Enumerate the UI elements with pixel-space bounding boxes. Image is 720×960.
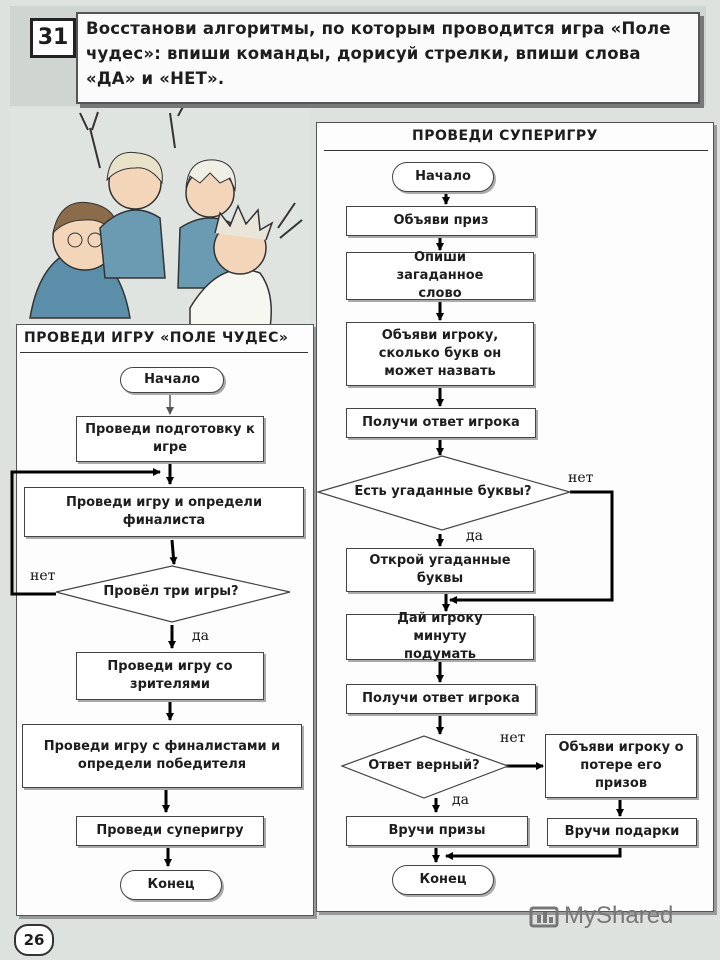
right-no-label-2: нет	[500, 730, 526, 746]
task-card	[76, 12, 700, 104]
left-supergame-node: Проведи суперигру	[76, 816, 264, 846]
right-lose-prizes-node: Объяви игроку о потере его призов	[545, 734, 697, 798]
left-flowchart-title: ПРОВЕДИ ИГРУ «ПОЛЕ ЧУДЕС»	[24, 330, 289, 346]
left-start-node: Начало	[120, 367, 224, 393]
right-announce-count-node: Объяви игроку, сколько букв он может наз…	[346, 322, 534, 386]
right-no-label-1: нет	[568, 470, 594, 486]
right-title-divider	[324, 150, 708, 151]
right-flowchart-title: ПРОВЕДИ СУПЕРИГРУ	[412, 128, 598, 144]
right-decision-correct-diamond	[340, 735, 510, 799]
right-decision-letters-text: Есть угаданные буквы?	[354, 484, 532, 499]
left-end-node: Конец	[120, 870, 222, 900]
left-title-divider	[20, 352, 308, 353]
right-decision-correct-text: Ответ верный?	[368, 758, 480, 773]
left-prepare-node: Проведи подготовку к игре	[76, 416, 264, 462]
right-end-node: Конец	[392, 865, 494, 895]
task-text: Восстанови алгоритмы, по которым проводи…	[86, 19, 671, 88]
right-think-node: Дай игроку минуту подумать	[346, 611, 534, 662]
left-decision-diamond	[55, 565, 291, 623]
left-viewers-node: Проведи игру со зрителями	[76, 652, 264, 700]
right-describe-word-node: Опиши загаданное слово	[346, 250, 534, 301]
page-number: 26	[14, 924, 54, 956]
right-get-answer-1-node: Получи ответ игрока	[346, 408, 536, 438]
right-announce-prize-node: Объяви приз	[346, 206, 536, 236]
right-give-gifts-node: Вручи подарки	[547, 818, 697, 846]
children-illustration	[10, 108, 310, 328]
right-start-node: Начало	[392, 162, 494, 192]
right-decision-letters-diamond	[315, 455, 573, 531]
right-yes-label-2: да	[452, 792, 469, 808]
left-play-node: Проведи игру и определи финалиста	[24, 487, 304, 537]
left-finalists-node: Проведи игру с финалистами и определи по…	[22, 724, 302, 788]
right-open-letters-node: Открой угаданные буквы	[346, 548, 534, 592]
left-no-label: нет	[30, 568, 56, 584]
left-decision-text: Провёл три игры?	[103, 584, 239, 599]
right-yes-label-1: да	[466, 528, 483, 544]
watermark-icon	[529, 906, 559, 928]
right-get-answer-2-node: Получи ответ игрока	[346, 684, 536, 714]
task-number: 31	[30, 18, 76, 58]
watermark-logo: MyShared	[528, 900, 708, 936]
watermark-text: MyShared	[564, 902, 674, 929]
right-give-prizes-node: Вручи призы	[346, 816, 528, 846]
left-yes-label: да	[192, 628, 209, 644]
